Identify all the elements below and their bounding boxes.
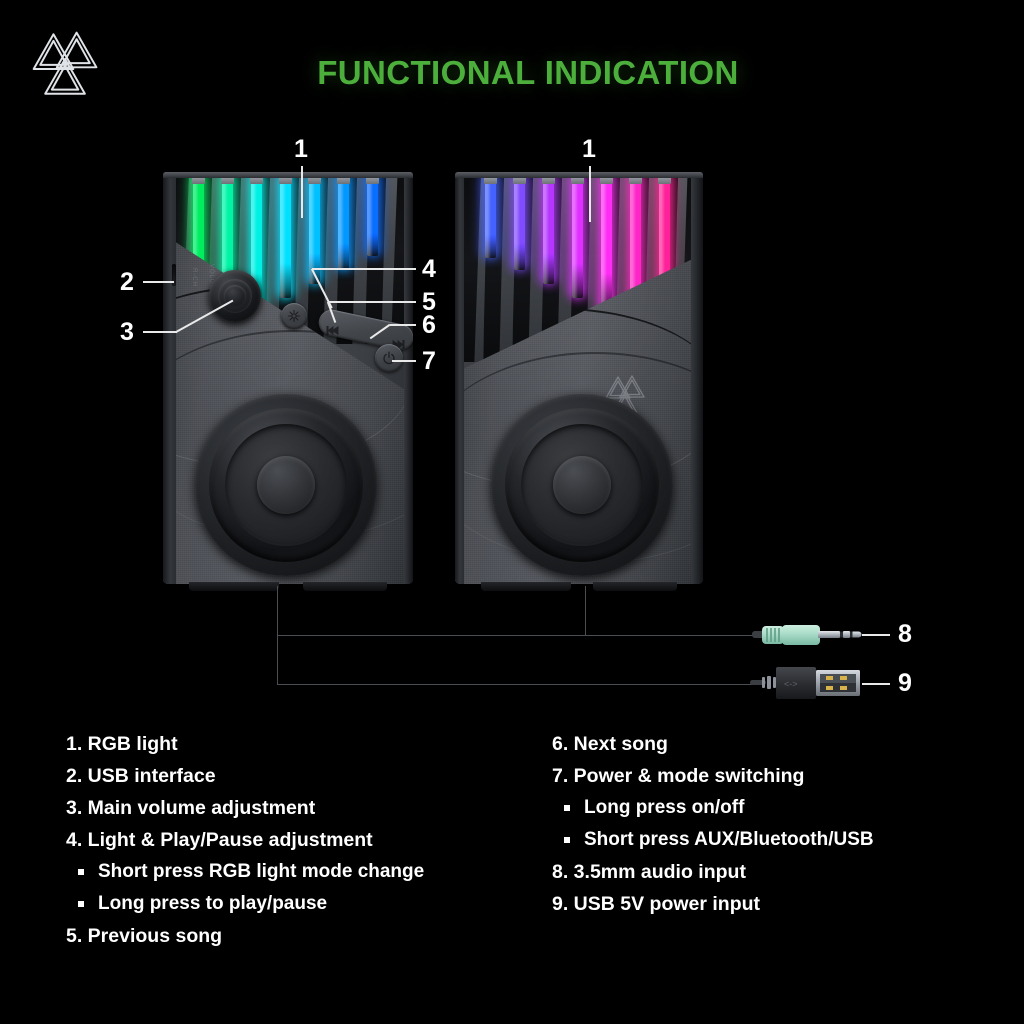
left-speaker-right-edge xyxy=(404,172,413,584)
usb-interface[interactable] xyxy=(172,264,176,286)
previous-track-icon xyxy=(326,325,339,335)
usb-cable-run xyxy=(277,684,764,686)
legend-sub-item: Long press on/off xyxy=(552,792,1012,824)
callout-5: 5 xyxy=(422,288,436,316)
legend-left-column: 1. RGB light 2. USB interface 3. Main vo… xyxy=(66,728,536,952)
right-speaker-woofer xyxy=(491,394,673,576)
right-speaker-foot xyxy=(593,582,677,591)
callout-1-left: 1 xyxy=(294,135,308,163)
left-speaker-cabinet: R-CH VOLUME xyxy=(163,172,413,584)
callout-9: 9 xyxy=(898,669,912,697)
callout-4: 4 xyxy=(422,255,436,283)
power-icon xyxy=(383,351,395,365)
callout-1-left-leader xyxy=(301,166,303,218)
usb-power-plug: <-> xyxy=(750,660,866,706)
legend-item: 4. Light & Play/Pause adjustment xyxy=(66,829,373,851)
page-title: FUNCTIONAL INDICATION xyxy=(317,54,739,91)
right-speaker xyxy=(455,172,703,591)
bullet-icon xyxy=(78,901,84,907)
left-speaker-foot xyxy=(189,582,279,591)
legend-item: 1. RGB light xyxy=(66,733,178,755)
right-speaker-foot xyxy=(481,582,571,591)
right-speaker-cable-drop xyxy=(585,586,587,636)
callout-8: 8 xyxy=(898,620,912,648)
left-speaker-top-edge xyxy=(163,172,413,178)
callout-5-leader-h xyxy=(328,301,416,303)
volume-knob[interactable] xyxy=(209,270,261,322)
previous-song-button[interactable] xyxy=(321,318,345,342)
callout-8-leader xyxy=(862,634,890,636)
legend-item: 6. Next song xyxy=(552,733,668,755)
callout-1-right-leader xyxy=(589,166,591,222)
valknut-triangle-logo-icon xyxy=(28,26,112,102)
legend-sub-label: Long press to play/pause xyxy=(98,893,328,914)
callout-7: 7 xyxy=(422,347,436,375)
callout-2: 2 xyxy=(120,268,134,296)
legend-item: 8. 3.5mm audio input xyxy=(552,861,746,883)
callout-3: 3 xyxy=(120,318,134,346)
right-speaker-cabinet xyxy=(455,172,703,584)
legend-item: 2. USB interface xyxy=(66,765,216,787)
power-mode-button[interactable] xyxy=(375,344,403,372)
right-rgb-light-grille xyxy=(455,172,703,362)
light-mode-icon xyxy=(287,309,301,323)
left-speaker: R-CH VOLUME xyxy=(163,172,413,591)
right-speaker-right-edge xyxy=(691,172,703,584)
right-speaker-top-edge xyxy=(455,172,703,178)
legend-item: 7. Power & mode switching xyxy=(552,765,805,787)
side-emboss-text-1: R-CH xyxy=(191,268,197,287)
left-speaker-woofer xyxy=(195,394,377,576)
callout-3-leader-h xyxy=(143,331,177,333)
svg-text:<->: <-> xyxy=(784,679,798,689)
bullet-icon xyxy=(564,837,570,843)
legend-item: 3. Main volume adjustment xyxy=(66,797,316,819)
legend-sub-label: Long press on/off xyxy=(584,797,745,818)
side-emboss-text-2: VOLUME xyxy=(208,264,214,296)
callout-1-right: 1 xyxy=(582,135,596,163)
callout-4-leader-h xyxy=(312,268,416,270)
left-speaker-foot xyxy=(303,582,387,591)
legend-right-column: 6. Next song 7. Power & mode switching L… xyxy=(552,728,1012,920)
callout-7-leader xyxy=(392,360,416,362)
left-speaker-side-panel xyxy=(163,172,176,584)
legend-item: 9. USB 5V power input xyxy=(552,893,761,915)
aux-3-5mm-plug xyxy=(752,618,874,652)
callout-6-leader-h xyxy=(390,324,416,326)
callout-9-leader xyxy=(862,683,890,685)
legend-item: 5. Previous song xyxy=(66,925,223,947)
callout-2-leader xyxy=(143,281,174,283)
aux-cable-run xyxy=(277,635,757,637)
bullet-icon xyxy=(78,869,84,875)
legend-sub-label: Short press RGB light mode change xyxy=(98,861,425,882)
light-play-pause-button[interactable] xyxy=(281,303,307,329)
legend-sub-item: Short press RGB light mode change xyxy=(66,856,536,888)
legend-sub-item: Short press AUX/Bluetooth/USB xyxy=(552,824,1012,856)
bullet-icon xyxy=(564,805,570,811)
legend-sub-item: Long press to play/pause xyxy=(66,888,536,920)
callout-6: 6 xyxy=(422,311,436,339)
legend-sub-label: Short press AUX/Bluetooth/USB xyxy=(584,829,874,850)
right-speaker-left-edge xyxy=(455,172,464,584)
